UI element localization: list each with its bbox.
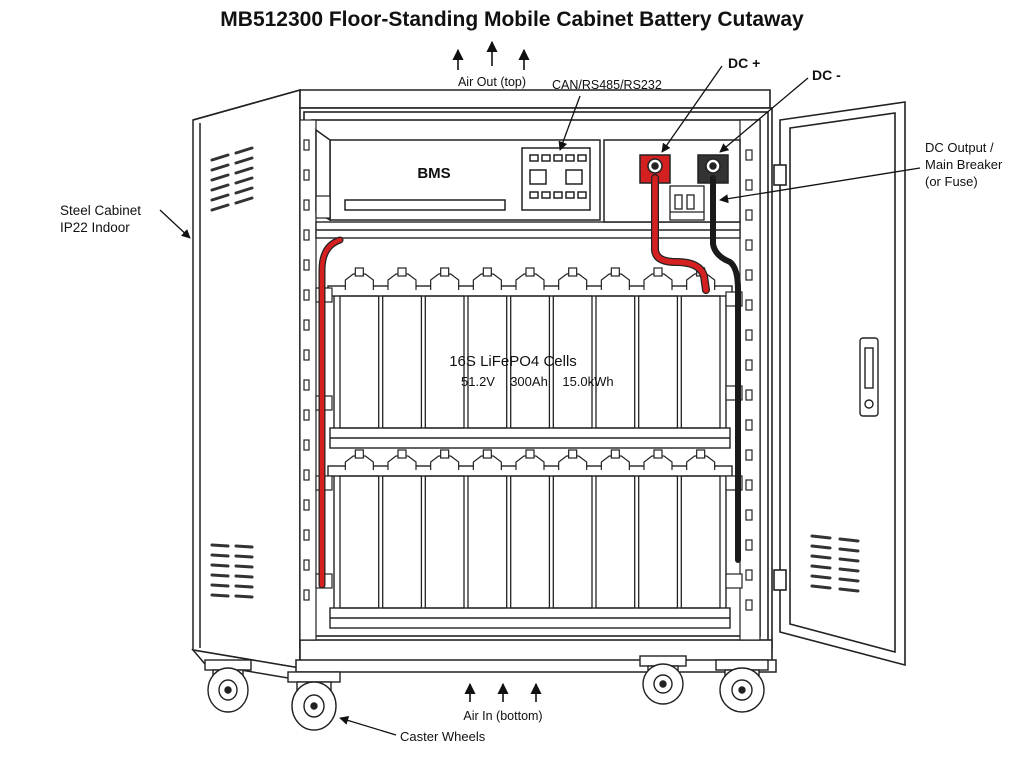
battery-cell (638, 295, 679, 429)
cell-bolt (696, 449, 706, 459)
cell-dividers-upper (339, 295, 721, 429)
cell-bolt (440, 267, 450, 277)
comms-callout-arrow (558, 95, 581, 151)
diagram-title: MB512300 Floor-Standing Mobile Cabinet B… (220, 8, 804, 31)
right-rail (739, 119, 761, 641)
cell-bolt (525, 449, 535, 459)
battery-cell (467, 475, 508, 609)
battery-cell (382, 295, 423, 429)
battery-cell (467, 295, 508, 429)
dc-output-callout-arrow (719, 167, 921, 204)
battery-module-upper (327, 285, 733, 449)
cabinet-side-panel (192, 89, 301, 669)
battery-cell (680, 475, 721, 609)
caster-wheel-rear-left (204, 659, 252, 713)
main-breaker (669, 185, 705, 221)
battery-cell (595, 475, 636, 609)
battery-cell (510, 295, 551, 429)
cell-bolt (354, 267, 364, 277)
cell-bolt (610, 449, 620, 459)
battery-cell (339, 295, 380, 429)
battery-cell (382, 475, 423, 609)
top-shelf (315, 221, 741, 239)
cell-bolt (568, 267, 578, 277)
side-vent-lower (210, 543, 254, 599)
air-in-arrows (464, 682, 542, 702)
cell-bolt (653, 267, 663, 277)
cell-bolt (482, 267, 492, 277)
caster-wheels-label: Caster Wheels (400, 729, 486, 744)
cells-label: 16S LiFePO4 Cells (449, 353, 577, 370)
caster-wheel-front-right (715, 659, 769, 713)
steel-cabinet-label: Steel Cabinet (60, 203, 141, 218)
fuse-label: (or Fuse) (925, 174, 978, 189)
caster-callout-arrow (339, 716, 397, 736)
side-vent-upper (210, 146, 254, 212)
door-vent (810, 534, 860, 593)
battery-module-lower (327, 465, 733, 629)
cell-bolt (440, 449, 450, 459)
door-handle (859, 337, 879, 417)
battery-cell (680, 295, 721, 429)
cell-bolt (354, 449, 364, 459)
cell-bolt (397, 449, 407, 459)
air-out-label: Air Out (top) (458, 75, 526, 89)
dc-plus-callout-arrow (661, 65, 723, 153)
cells-capacity-label: 300Ah (510, 374, 548, 389)
negative-cable (710, 175, 741, 563)
cells-energy-label: 15.0kWh (562, 374, 613, 389)
cabinet-door (773, 101, 906, 667)
dc-minus-callout-arrow (719, 77, 809, 153)
bms-module (315, 128, 601, 222)
bms-label: BMS (417, 165, 450, 182)
battery-cell (595, 295, 636, 429)
dc-output-label: DC Output / (925, 140, 994, 155)
main-breaker-label: Main Breaker (925, 157, 1003, 172)
caster-wheel-rear-right (639, 655, 687, 705)
battery-cell (638, 475, 679, 609)
cell-bolt (653, 449, 663, 459)
battery-cell (552, 295, 593, 429)
battery-cell (339, 475, 380, 609)
cells-voltage-label: 51.2V (461, 374, 495, 389)
left-rail (299, 119, 317, 641)
battery-cell (552, 475, 593, 609)
air-out-arrows (452, 40, 530, 70)
caster-wheel-front-left (287, 671, 341, 731)
positive-cable (318, 174, 710, 589)
battery-cell (424, 475, 465, 609)
cell-bolt (397, 267, 407, 277)
cell-bolt (482, 449, 492, 459)
steel-cabinet-callout-arrow (159, 209, 191, 239)
battery-cell (424, 295, 465, 429)
cell-dividers-lower (339, 475, 721, 609)
air-in-label: Air In (bottom) (463, 709, 542, 723)
cell-terminals-upper (344, 267, 716, 290)
battery-cell (510, 475, 551, 609)
cell-bolt (610, 267, 620, 277)
cell-terminals-lower (344, 449, 716, 470)
steel-cabinet-rating-label: IP22 Indoor (60, 220, 130, 235)
dc-minus-label: DC - (812, 67, 841, 83)
cell-bolt (525, 267, 535, 277)
dc-plus-label: DC + (728, 55, 760, 71)
cell-bolt (568, 449, 578, 459)
comms-label: CAN/RS485/RS232 (552, 78, 662, 92)
